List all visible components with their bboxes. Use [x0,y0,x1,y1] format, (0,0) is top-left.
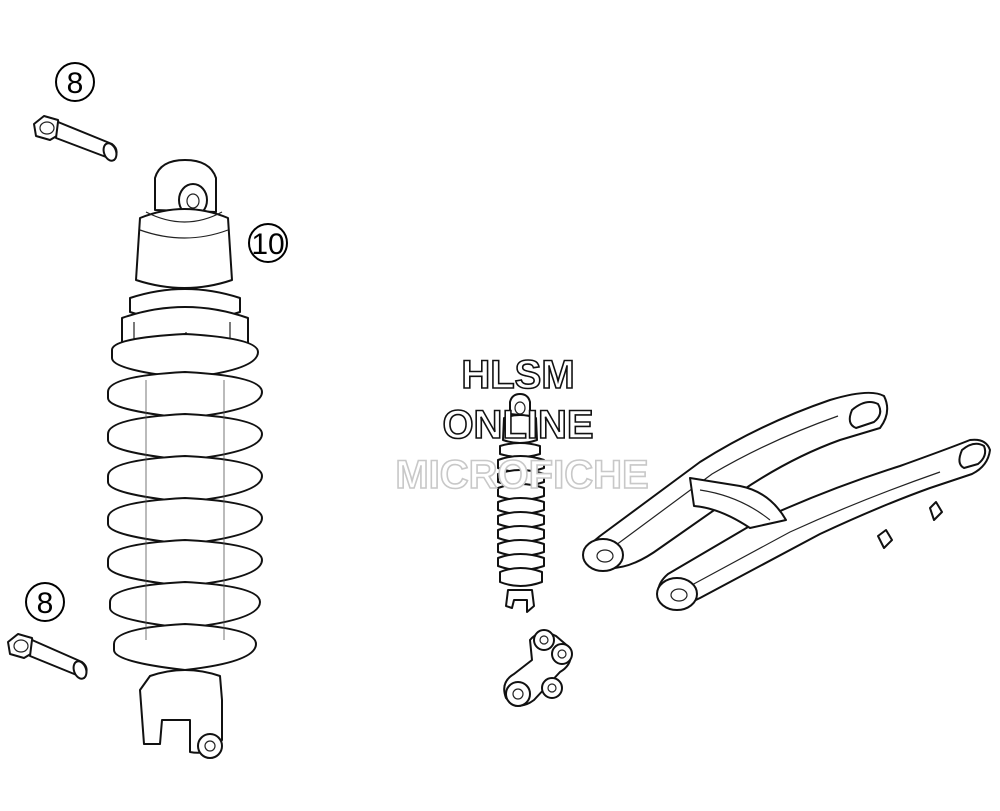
watermark-line2: ONLINE [442,403,593,447]
watermark: HLSM ONLINE MICROFICHE [395,352,650,498]
swingarm[interactable] [582,391,991,611]
spring [107,333,263,671]
watermark-line1: HLSM [461,353,574,397]
shock-absorber-large[interactable] [107,159,263,759]
linkage-rocker[interactable] [503,629,573,707]
callout-10[interactable]: 10 [248,223,288,263]
watermark-line3: MICROFICHE [395,453,648,497]
bolt-top[interactable] [33,115,119,163]
callout-8-top[interactable]: 8 [55,62,95,102]
callout-8-bottom-label: 8 [37,587,54,620]
bolt-bottom[interactable] [7,633,89,681]
callout-8-top-label: 8 [67,67,84,100]
callout-8-bottom[interactable]: 8 [25,582,65,622]
callout-10-label: 10 [251,228,284,261]
shock-absorber-small[interactable] [497,393,545,613]
